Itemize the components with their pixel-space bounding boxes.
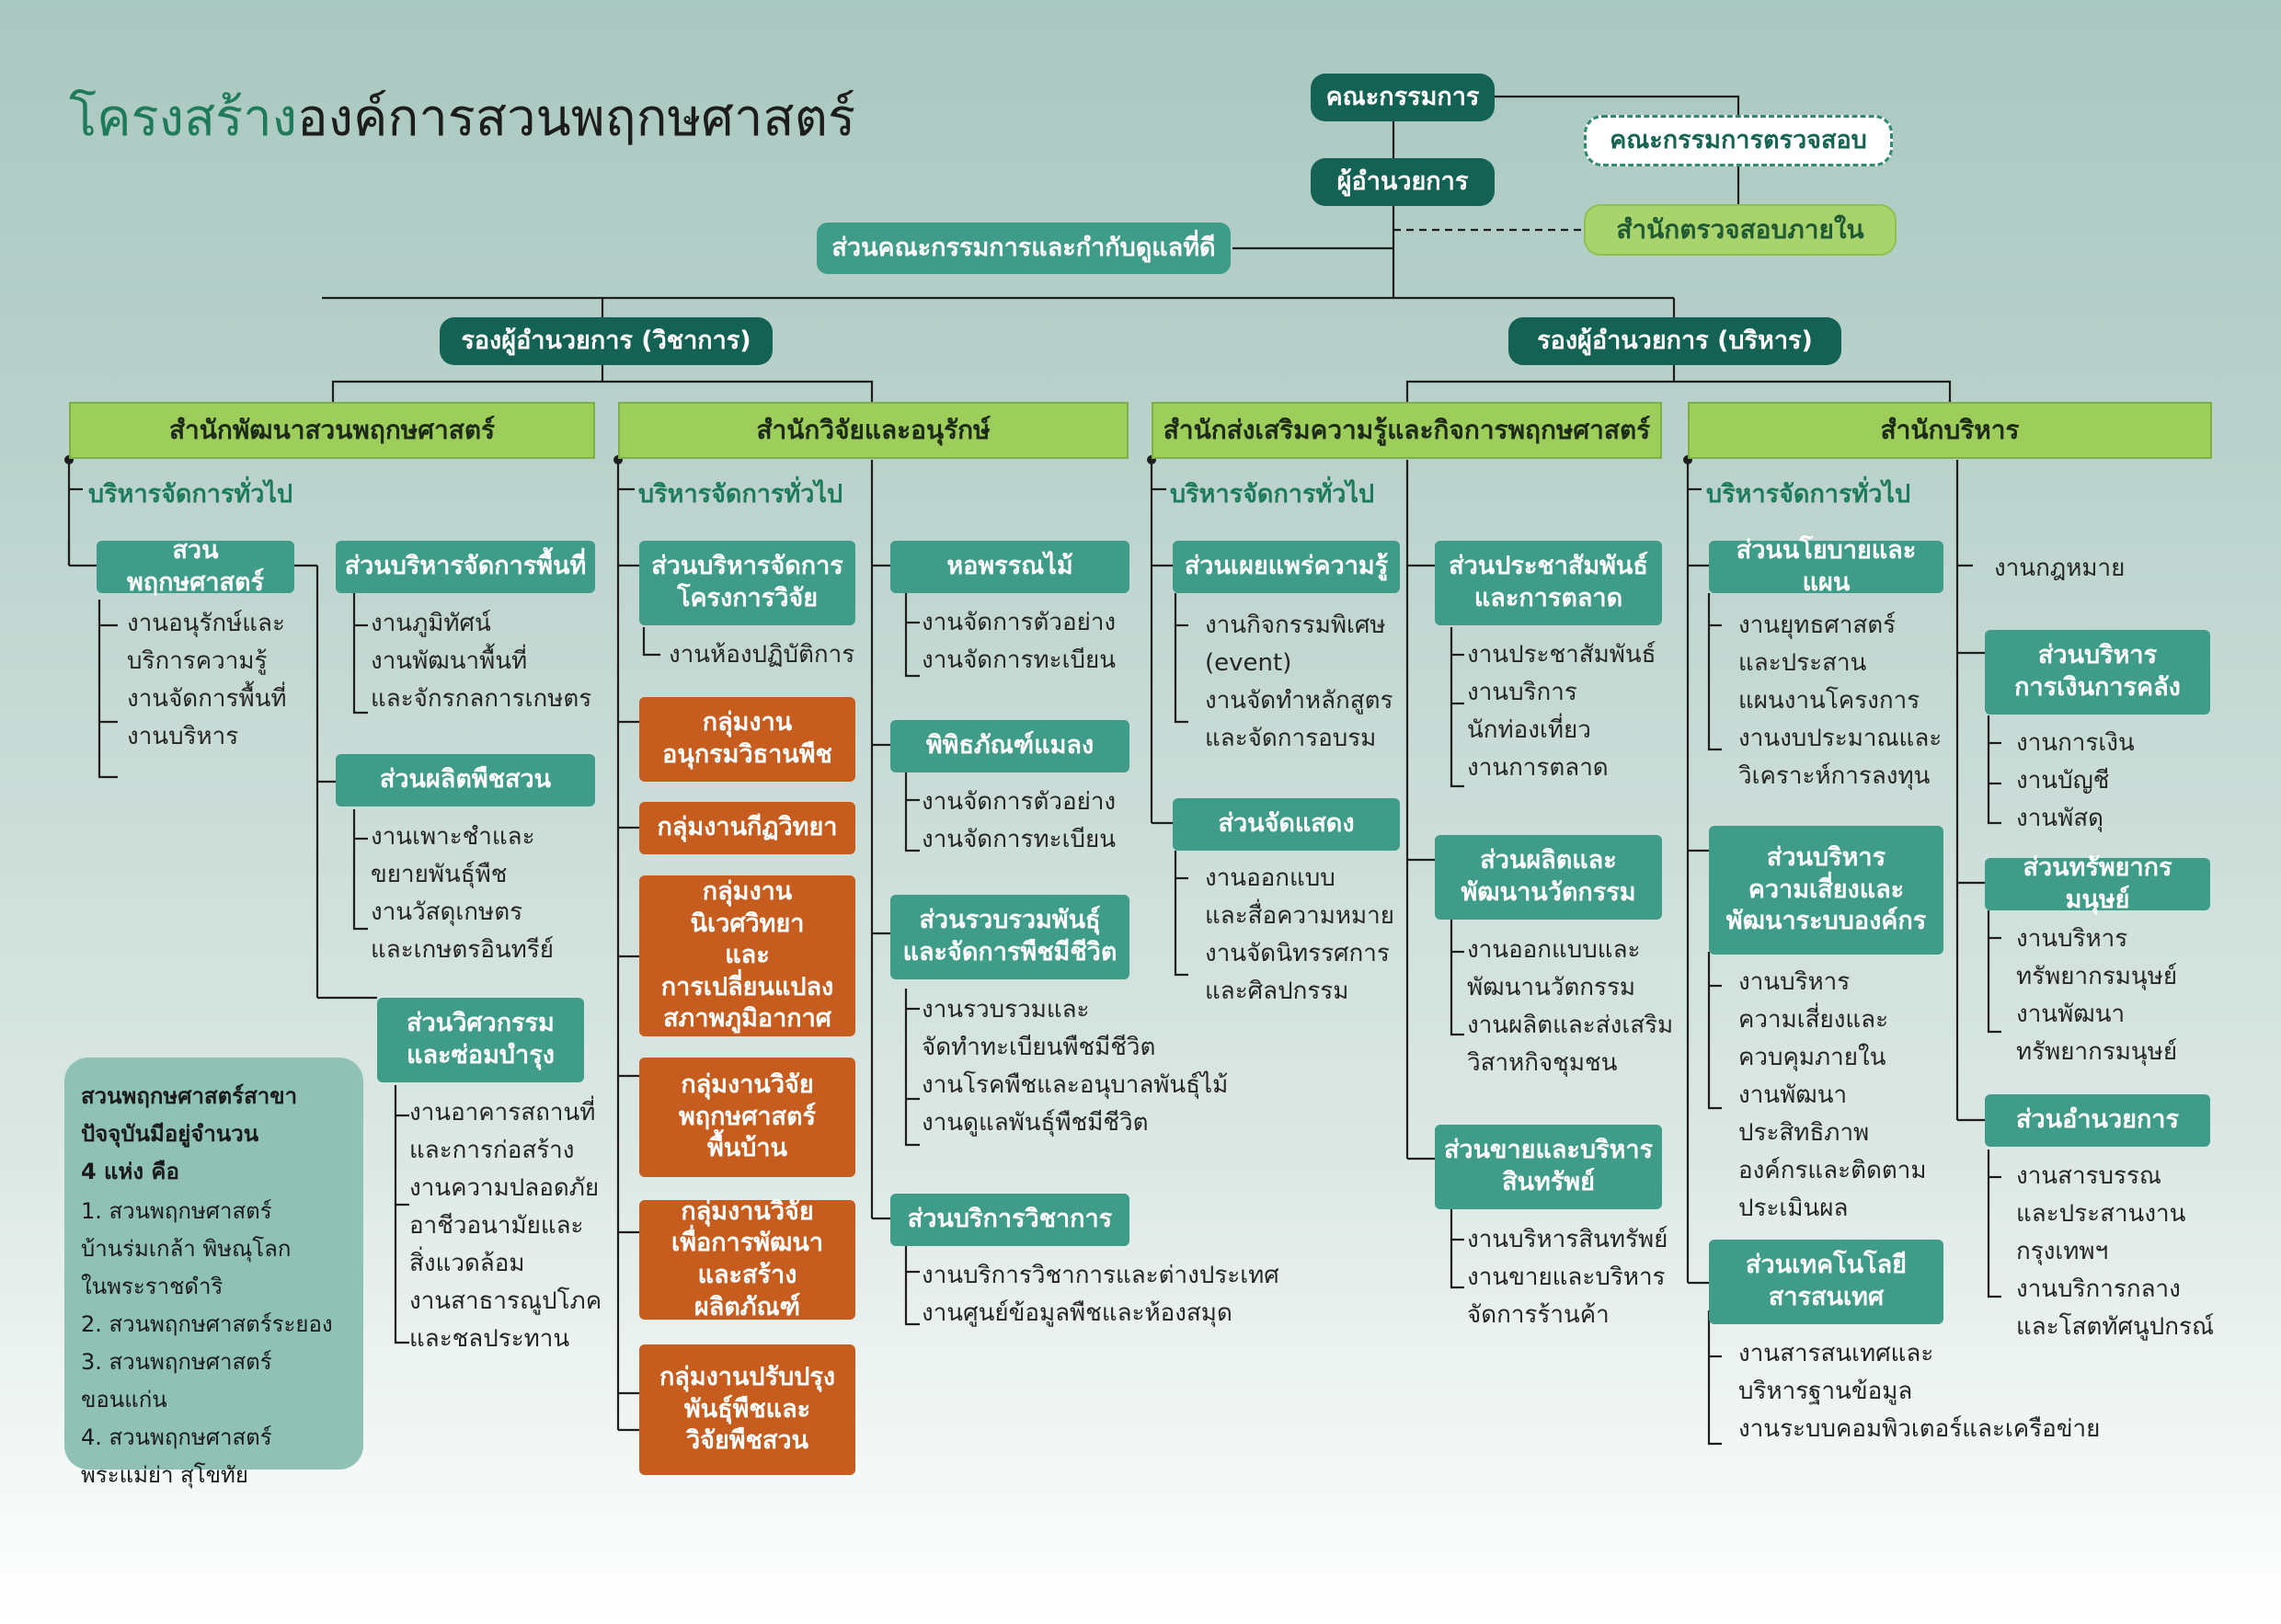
unit-engineering-maintenance: ส่วนวิศวกรรม และซ่อมบำรุง <box>377 998 584 1082</box>
hr-tasks: งานบริหาร ทรัพยากรมนุษย์ งานพัฒนา ทรัพยา… <box>2016 925 2178 1066</box>
general-admin-label: บริหารจัดการทั่วไป <box>1706 480 1911 509</box>
unit-botanical-garden: สวนพฤกษศาสตร์ <box>97 536 294 597</box>
unit-finance: ส่วนบริหาร การเงินการคลัง <box>1985 630 2210 715</box>
unit-pr-marketing: ส่วนประชาสัมพันธ์ และการตลาด <box>1435 541 1662 625</box>
unit-general-affairs: ส่วนอำนวยการ <box>1985 1094 2210 1147</box>
project-tasks: งานห้องปฏิบัติการ <box>669 641 855 669</box>
bureau-garden-development: สำนักพัฒนาสวนพฤกษศาสตร์ <box>69 402 595 459</box>
exhibition-tasks: งานออกแบบ และสื่อความหมาย งานจัดนิทรรศกา… <box>1205 864 1394 1005</box>
note-items: 1. สวนพฤกษศาสตร์ บ้านร่มเกล้า พิษณุโลก ใ… <box>81 1198 333 1488</box>
unit-area-management: ส่วนบริหารจัดการพื้นที่ <box>336 541 595 593</box>
title-part1: โครงสร้าง <box>69 88 298 148</box>
group-product-development: กลุ่มงานวิจัย เพื่อการพัฒนา และสร้างผลิต… <box>639 1197 855 1321</box>
insect-museum-tasks: งานจัดการตัวอย่าง งานจัดการทะเบียน <box>922 788 1117 853</box>
sales-tasks: งานบริหารสินทรัพย์ งานขายและบริหาร จัดกา… <box>1467 1226 1668 1329</box>
unit-human-resources: ส่วนทรัพยากรมนุษย์ <box>1985 853 2210 914</box>
page-title: โครงสร้างองค์การสวนพฤกษศาสตร์ <box>69 87 855 149</box>
garden-tasks: งานอนุรักษ์และ บริการความรู้ งานจัดการพื… <box>127 610 287 750</box>
group-plant-taxonomy: กลุ่มงาน อนุกรมวิธานพืช <box>639 697 855 782</box>
audit-committee-box: คณะกรรมการตรวจสอบ <box>1584 115 1893 166</box>
unit-living-collections: ส่วนรวบรวมพันธุ์ และจัดการพืชมีชีวิต <box>890 895 1129 979</box>
risk-tasks: งานบริหาร ความเสี่ยงและ ควบคุมภายใน งานพ… <box>1738 968 1927 1222</box>
finance-tasks: งานการเงิน งานบัญชี งานพัสดุ <box>2016 729 2135 832</box>
engineering-tasks: งานอาคารสถานที่ และการก่อสร้าง งานความปล… <box>409 1099 602 1353</box>
unit-research-project-management: ส่วนบริหารจัดการ โครงการวิจัย <box>639 541 855 625</box>
director-box: ผู้อำนวยการ <box>1311 158 1495 206</box>
living-collections-tasks: งานรวบรวมและ จัดทำทะเบียนพืชมีชีวิต งานโ… <box>922 996 1229 1137</box>
unit-sales-assets: ส่วนขายและบริหาร สินทรัพย์ <box>1435 1125 1662 1209</box>
general-admin-label: บริหารจัดการทั่วไป <box>88 480 293 509</box>
dissemination-tasks: งานกิจกรรมพิเศษ (event) งานจัดทำหลักสูตร… <box>1205 612 1393 752</box>
group-entomology: กลุ่มงานกีฏวิทยา <box>639 802 855 854</box>
title-part2: องค์การสวนพฤกษศาสตร์ <box>297 88 856 148</box>
plant-tasks: งานเพาะชำและ ขยายพันธุ์พืช งานวัสดุเกษตร… <box>371 823 554 964</box>
governance-box: ส่วนคณะกรรมการและกำกับดูแลที่ดี <box>817 223 1231 274</box>
innovation-tasks: งานออกแบบและ พัฒนานวัตกรรม งานผลิตและส่ง… <box>1467 936 1674 1077</box>
bureau-research-conservation: สำนักวิจัยและอนุรักษ์ <box>618 402 1129 459</box>
bureau-administration: สำนักบริหาร <box>1688 402 2212 459</box>
unit-risk-management: ส่วนบริหาร ความเสี่ยงและ พัฒนาระบบองค์กร <box>1709 826 1943 955</box>
general-admin-label: บริหารจัดการทั่วไป <box>638 480 843 509</box>
general-admin-label: บริหารจัดการทั่วไป <box>1170 480 1375 509</box>
it-tasks: งานสารสนเทศและ บริหารฐานข้อมูล งานระบบคอ… <box>1738 1340 2101 1443</box>
branch-gardens-note: สวนพฤกษศาสตร์สาขา ปัจจุบันมีอยู่จำนวน 4 … <box>64 1058 363 1488</box>
unit-innovation: ส่วนผลิตและ พัฒนานวัตกรรม <box>1435 835 1662 920</box>
unit-insect-museum: พิพิธภัณฑ์แมลง <box>890 720 1129 772</box>
unit-herbarium: หอพรรณไม้ <box>890 541 1129 593</box>
unit-information-technology: ส่วนเทคโนโลยี สารสนเทศ <box>1709 1240 1943 1324</box>
unit-policy-planning: ส่วนนโยบายและแผน <box>1709 536 1943 597</box>
unit-academic-services: ส่วนบริการวิชาการ <box>890 1194 1129 1246</box>
internal-audit-box: สำนักตรวจสอบภายใน <box>1584 204 1897 256</box>
bureau-knowledge-promotion: สำนักส่งเสริมความรู้และกิจการพฤกษศาสตร์ <box>1152 402 1662 459</box>
policy-tasks: งานยุทธศาสตร์ และประสาน แผนงานโครงการ งา… <box>1738 612 1943 790</box>
academic-services-tasks: งานบริการวิชาการและต่างประเทศ งานศูนย์ข้… <box>922 1262 1279 1327</box>
group-ecology-climate: กลุ่มงานนิเวศวิทยา และ การเปลี่ยนแปลง สภ… <box>639 875 855 1036</box>
note-heading: สวนพฤกษศาสตร์สาขา ปัจจุบันมีอยู่จำนวน 4 … <box>81 1083 298 1184</box>
unit-horticulture-production: ส่วนผลิตพืชสวน <box>336 754 595 806</box>
deputy-admin-box: รองผู้อำนวยการ (บริหาร) <box>1508 317 1841 365</box>
legal-task: งานกฎหมาย <box>1994 555 2126 582</box>
pr-tasks: งานประชาสัมพันธ์ งานบริการ นักท่องเที่ยว… <box>1467 641 1656 782</box>
area-tasks: งานภูมิทัศน์ งานพัฒนาพื้นที่ และจักรกลกา… <box>371 610 592 713</box>
unit-exhibition: ส่วนจัดแสดง <box>1173 798 1400 851</box>
deputy-academic-box: รองผู้อำนวยการ (วิชาการ) <box>440 317 773 365</box>
board-box: คณะกรรมการ <box>1311 74 1495 121</box>
unit-knowledge-dissemination: ส่วนเผยแพร่ความรู้ <box>1173 541 1400 593</box>
group-ethnobotany: กลุ่มงานวิจัย พฤกษศาสตร์ พื้นบ้าน <box>639 1058 855 1177</box>
group-plant-breeding: กลุ่มงานปรับปรุง พันธุ์พืชและ วิจัยพืชสว… <box>639 1344 855 1475</box>
general-affairs-tasks: งานสารบรรณ และประสานงาน กรุงเทพฯ งานบริก… <box>2016 1162 2215 1341</box>
herbarium-tasks: งานจัดการตัวอย่าง งานจัดการทะเบียน <box>922 609 1117 674</box>
